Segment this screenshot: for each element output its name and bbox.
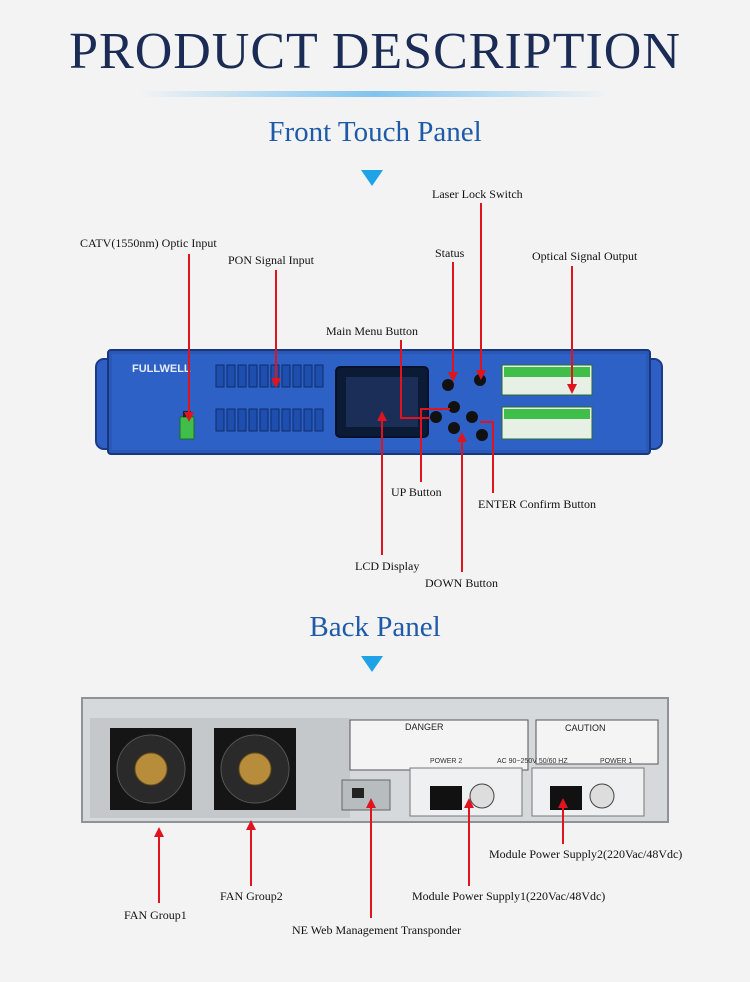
arrow-lcd-display: [381, 420, 383, 555]
caution-label: [535, 719, 659, 765]
power-1-label: POWER 1: [600, 758, 633, 765]
label-laser-lock: Laser Lock Switch: [432, 187, 523, 201]
fan-group-2: [214, 728, 296, 810]
label-pon-input: PON Signal Input: [228, 253, 315, 267]
arrow-module-power-2: [562, 806, 564, 844]
label-module-power-2: Module Power Supply2(220Vac/48Vdc): [489, 847, 683, 861]
status-button: [442, 379, 454, 391]
ac-rating: AC 90~250V 50/60 HZ: [497, 758, 568, 765]
arrow-enter-button: [492, 421, 494, 493]
label-up-button: UP Button: [391, 485, 442, 499]
down-button: [448, 422, 460, 434]
up-button: [448, 401, 460, 413]
arrow-optical-output: [571, 266, 573, 386]
arrow-ne-transponder: [370, 806, 372, 918]
back-panel-heading: Back Panel: [309, 611, 441, 643]
page-title: PRODUCT DESCRIPTION: [69, 23, 681, 80]
arrow-fan-group-1: [158, 835, 160, 903]
power-2-label: POWER 2: [430, 758, 463, 765]
label-catv-input: CATV(1550nm) Optic Input: [80, 236, 217, 250]
label-module-power-1: Module Power Supply1(220Vac/48Vdc): [412, 889, 606, 903]
arrow-module-power-1: [468, 806, 470, 886]
right-button: [466, 411, 478, 423]
front-panel-heading: Front Touch Panel: [268, 116, 482, 148]
label-down-button: DOWN Button: [425, 576, 498, 590]
arrow-fan-group-2: [250, 828, 252, 886]
title-underline: [140, 91, 610, 97]
arrow-status: [452, 262, 454, 374]
brand-logo: FULLWELL: [132, 363, 191, 375]
power-module-2: [531, 767, 645, 817]
danger-label: [349, 719, 529, 771]
menu-button: [430, 411, 442, 423]
label-fan-group-2: FAN Group2: [220, 889, 283, 903]
arrow-main-menu: [400, 340, 402, 418]
down-triangle-icon: [361, 170, 383, 186]
arrow-up-button: [420, 408, 422, 482]
arrow-laser-lock: [480, 203, 482, 373]
arrow-catv: [188, 254, 190, 414]
label-fan-group-1: FAN Group1: [124, 908, 187, 922]
danger-text: DANGER: [405, 722, 444, 732]
down-triangle-icon: [361, 656, 383, 672]
arrow-pon: [275, 270, 277, 380]
label-status: Status: [435, 246, 465, 260]
label-lcd-display: LCD Display: [355, 559, 420, 573]
arrow-down-button: [461, 440, 463, 572]
back-panel-device: [81, 697, 669, 823]
fan-group-1: [110, 728, 192, 810]
power-module-1: [409, 767, 523, 817]
label-main-menu: Main Menu Button: [326, 324, 418, 338]
front-panel-device: [95, 349, 663, 455]
label-enter-button: ENTER Confirm Button: [478, 497, 596, 511]
label-ne-transponder: NE Web Management Transponder: [292, 923, 462, 937]
optical-output-connectors: [501, 364, 593, 440]
pon-connectors: [215, 364, 324, 432]
label-optical-output: Optical Signal Output: [532, 249, 638, 263]
caution-text: CAUTION: [565, 723, 606, 733]
